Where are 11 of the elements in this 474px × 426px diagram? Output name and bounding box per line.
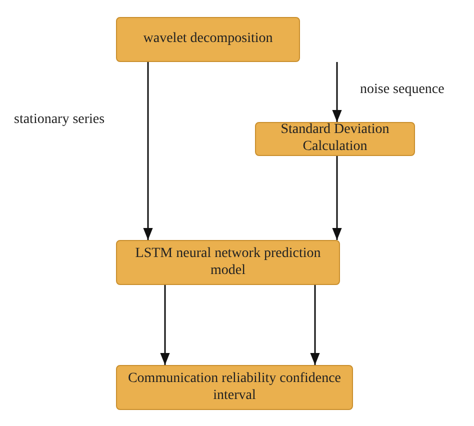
process-box: Standard Deviation Calculation xyxy=(255,122,415,156)
arrow xyxy=(332,156,342,240)
process-box: wavelet decomposition xyxy=(116,17,300,62)
edge-label: noise sequence xyxy=(360,82,444,98)
arrow xyxy=(310,285,320,365)
arrow xyxy=(332,62,342,122)
arrow xyxy=(160,285,170,365)
arrow xyxy=(143,62,153,240)
process-box: LSTM neural network prediction model xyxy=(116,240,340,285)
process-box: Communication reliability confidence interval xyxy=(116,365,353,410)
edge-label: stationary series xyxy=(14,112,105,128)
